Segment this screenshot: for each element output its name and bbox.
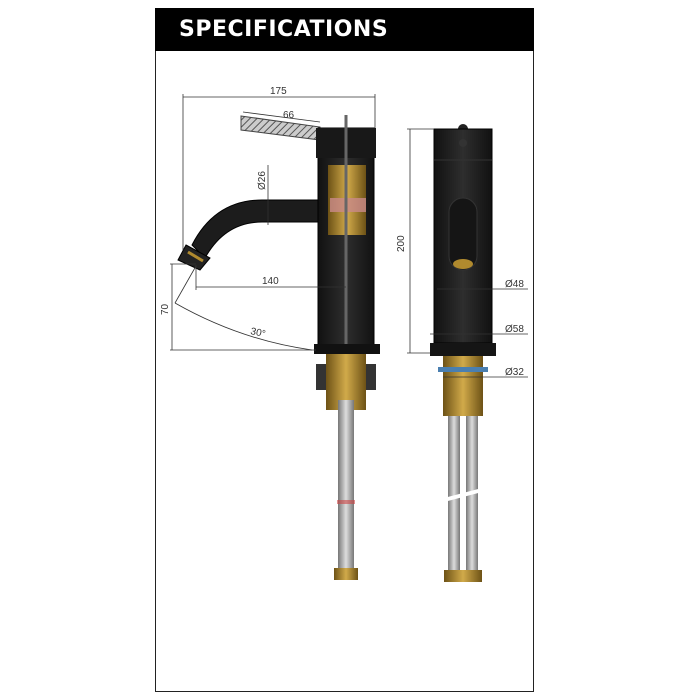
front-hose-nuts [444, 570, 482, 582]
dim-spout-diameter: Ø26 [257, 171, 268, 190]
dim-body-diameter: Ø48 [505, 279, 524, 290]
aerator [177, 244, 211, 271]
front-dimension-lines [407, 128, 528, 378]
dim-body-height: 200 [396, 235, 407, 252]
dim-thread-diameter: Ø32 [505, 367, 524, 378]
dim-handle-length: 66 [283, 110, 295, 121]
hose-nut [334, 568, 358, 580]
washer [438, 367, 488, 372]
cartridge-seal [330, 198, 366, 212]
dim-overall-reach: 175 [270, 86, 287, 97]
page-title: SPECIFICATIONS [179, 17, 389, 42]
spout-front [448, 197, 478, 271]
dim-spout-reach: 140 [262, 276, 279, 287]
spout [191, 199, 319, 259]
side-view: 175 66 Ø26 140 70 30° [160, 86, 380, 580]
handle-lever [240, 115, 321, 141]
dimension-lines [170, 94, 376, 351]
hose-left [448, 416, 460, 571]
dim-base-diameter: Ø58 [505, 324, 524, 335]
front-shank [443, 356, 483, 416]
front-view: 200 Ø48 Ø58 Ø32 [396, 124, 528, 582]
header-bar: SPECIFICATIONS [155, 8, 534, 51]
mounting-bracket-left [316, 364, 326, 390]
dim-spout-height: 70 [160, 303, 171, 315]
front-base [430, 343, 496, 356]
aerator-front [453, 259, 473, 269]
mounting-bracket-right [366, 364, 376, 390]
base-ring [314, 344, 380, 354]
dim-spout-angle: 30° [249, 326, 266, 340]
supply-hose [338, 400, 354, 570]
